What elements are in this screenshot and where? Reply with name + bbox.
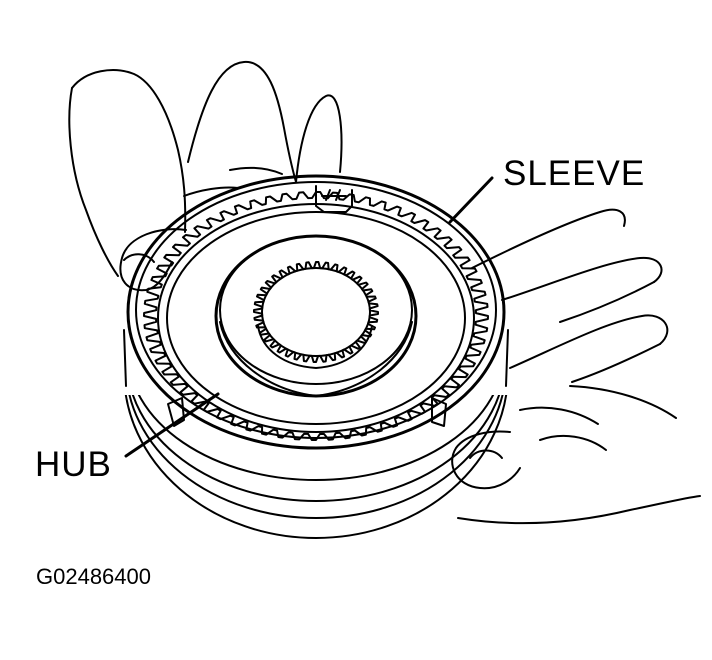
sleeve-teeth bbox=[143, 191, 489, 441]
hub-drawing bbox=[157, 203, 475, 433]
figure-id: G02486400 bbox=[36, 564, 151, 589]
hub-label: HUB bbox=[35, 445, 112, 484]
lower-hand-drawing bbox=[451, 208, 701, 525]
sleeve-tooth-ring bbox=[143, 191, 489, 441]
leader-lines bbox=[124, 176, 494, 458]
sleeve-key-slots bbox=[167, 185, 447, 427]
hub-spline-ring bbox=[253, 261, 379, 363]
sleeve-label: SLEEVE bbox=[503, 154, 646, 193]
upper-hand-drawing bbox=[68, 60, 343, 292]
sleeve-outer-body bbox=[123, 174, 509, 539]
